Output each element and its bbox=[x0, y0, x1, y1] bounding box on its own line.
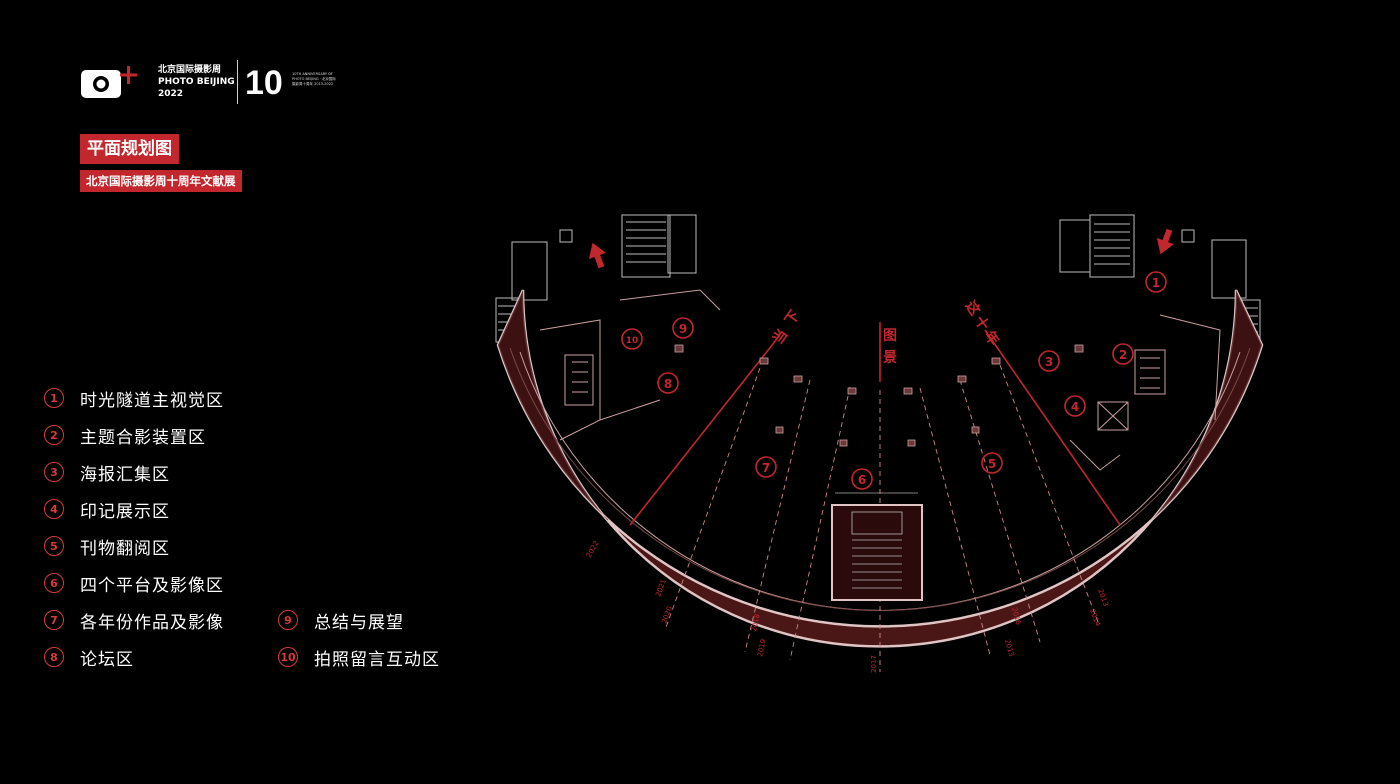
section-label: 下 bbox=[782, 308, 803, 329]
legend-item: 2 主题合影装置区 bbox=[44, 422, 206, 448]
zone-marker: 2 bbox=[1112, 343, 1134, 365]
section-dividers bbox=[629, 322, 1121, 526]
zone-markers: 1 2 3 4 5 6 7 8 9 10 bbox=[621, 271, 1167, 490]
legend-number: 4 bbox=[44, 499, 64, 519]
legend-number: 6 bbox=[44, 573, 64, 593]
svg-text:8: 8 bbox=[664, 377, 672, 391]
legend-label: 各年份作品及影像 bbox=[80, 612, 224, 633]
legend-number: 8 bbox=[44, 647, 64, 667]
legend-item: 3 海报汇集区 bbox=[44, 459, 170, 485]
page-title: 平面规划图 bbox=[80, 134, 179, 164]
logo-divider bbox=[237, 60, 238, 104]
legend-number: 9 bbox=[278, 610, 298, 630]
logo-year: 2022 bbox=[158, 89, 184, 99]
anniversary-number: 10 bbox=[245, 64, 283, 102]
anniversary-ten-icon: 10 bbox=[245, 64, 283, 102]
year-label: 2017 bbox=[870, 655, 878, 673]
zone-marker: 8 bbox=[657, 372, 679, 394]
logo: 北京国际摄影周 PHOTO BEIJING 2022 10 10TH ANNIV… bbox=[80, 60, 340, 108]
section-label: 图 bbox=[883, 328, 897, 344]
year-label: 2014 bbox=[1088, 608, 1102, 628]
legend-number: 1 bbox=[44, 388, 64, 408]
zone-marker: 9 bbox=[672, 317, 694, 339]
zone-marker: 5 bbox=[981, 452, 1003, 474]
year-label: 2018 bbox=[750, 613, 762, 632]
legend-label: 四个平台及影像区 bbox=[80, 575, 224, 596]
hall-floor bbox=[496, 289, 1264, 648]
legend-label: 刊物翻阅区 bbox=[80, 538, 170, 559]
central-stairwell bbox=[831, 492, 923, 601]
legend-item: 4 印记展示区 bbox=[44, 496, 170, 522]
legend-label: 印记展示区 bbox=[80, 501, 170, 522]
svg-text:2: 2 bbox=[1119, 348, 1127, 362]
exit-arrow-icon bbox=[1156, 228, 1174, 255]
year-label: 2015 bbox=[1003, 638, 1015, 657]
year-label: 2021 bbox=[654, 578, 668, 597]
legend-label: 主题合影装置区 bbox=[80, 427, 206, 448]
floor-plan: 当 下 图 景 这 十 年 1 2 3 4 5 6 7 8 9 10 2013 … bbox=[495, 214, 1264, 673]
zone-marker: 4 bbox=[1064, 395, 1086, 417]
section-labels: 当 下 图 景 这 十 年 bbox=[769, 298, 1002, 366]
legend-item: 1 时光隧道主视觉区 bbox=[44, 385, 224, 411]
zone-marker: 6 bbox=[851, 468, 873, 490]
page-subtitle: 北京国际摄影周十周年文献展 bbox=[80, 170, 242, 192]
east-rooms bbox=[1069, 314, 1221, 471]
legend-label: 时光隧道主视觉区 bbox=[80, 390, 224, 411]
svg-text:10: 10 bbox=[626, 336, 639, 346]
entrance-arrow-icon bbox=[588, 242, 606, 269]
legend-number: 10 bbox=[278, 647, 298, 667]
anniversary-mark: 10 bbox=[245, 62, 289, 106]
svg-text:9: 9 bbox=[679, 322, 687, 336]
year-label: 2019 bbox=[756, 638, 768, 657]
camera-plus-logo-icon bbox=[81, 66, 137, 98]
radial-lines bbox=[664, 364, 1099, 672]
svg-text:3: 3 bbox=[1045, 355, 1053, 369]
year-label: 2013 bbox=[1096, 588, 1110, 607]
zone-marker: 3 bbox=[1038, 350, 1060, 372]
legend-label: 海报汇集区 bbox=[80, 464, 170, 485]
svg-text:7: 7 bbox=[762, 461, 770, 475]
legend-item: 5 刊物翻阅区 bbox=[44, 533, 170, 559]
legend-number: 5 bbox=[44, 536, 64, 556]
section-label: 景 bbox=[883, 350, 897, 366]
svg-text:5: 5 bbox=[988, 457, 996, 471]
zone-marker: 10 bbox=[621, 328, 643, 350]
year-label: 2020 bbox=[660, 605, 674, 624]
legend-item: 6 四个平台及影像区 bbox=[44, 570, 224, 596]
legend-label: 拍照留言互动区 bbox=[314, 649, 440, 670]
legend-item: 9 总结与展望 bbox=[278, 607, 404, 633]
legend-number: 3 bbox=[44, 462, 64, 482]
west-rooms bbox=[539, 289, 721, 441]
svg-text:1: 1 bbox=[1152, 276, 1160, 290]
legend-item: 7 各年份作品及影像 bbox=[44, 607, 224, 633]
legend-number: 2 bbox=[44, 425, 64, 445]
legend-label: 总结与展望 bbox=[314, 612, 404, 633]
legend-item: 10 拍照留言互动区 bbox=[278, 644, 440, 670]
year-label: 2022 bbox=[585, 540, 601, 559]
logo-name-cn: 北京国际摄影周 bbox=[158, 65, 222, 75]
zone-marker: 7 bbox=[755, 456, 777, 478]
legend-label: 论坛区 bbox=[80, 649, 134, 670]
north-west-stairs bbox=[495, 214, 697, 343]
zone-marker: 1 bbox=[1145, 271, 1167, 293]
pillars bbox=[674, 344, 1084, 447]
svg-text:4: 4 bbox=[1071, 400, 1079, 414]
logo-name-en: PHOTO BEIJING bbox=[158, 77, 235, 87]
anniversary-text: 10TH ANNIVERSARY OF PHOTO BEIJING · 北京国际… bbox=[292, 72, 336, 86]
section-label: 年 bbox=[981, 328, 1003, 349]
legend-item: 8 论坛区 bbox=[44, 644, 134, 670]
logo-text: 北京国际摄影周 PHOTO BEIJING 2022 bbox=[158, 64, 235, 100]
svg-text:6: 6 bbox=[858, 473, 866, 487]
legend-number: 7 bbox=[44, 610, 64, 630]
